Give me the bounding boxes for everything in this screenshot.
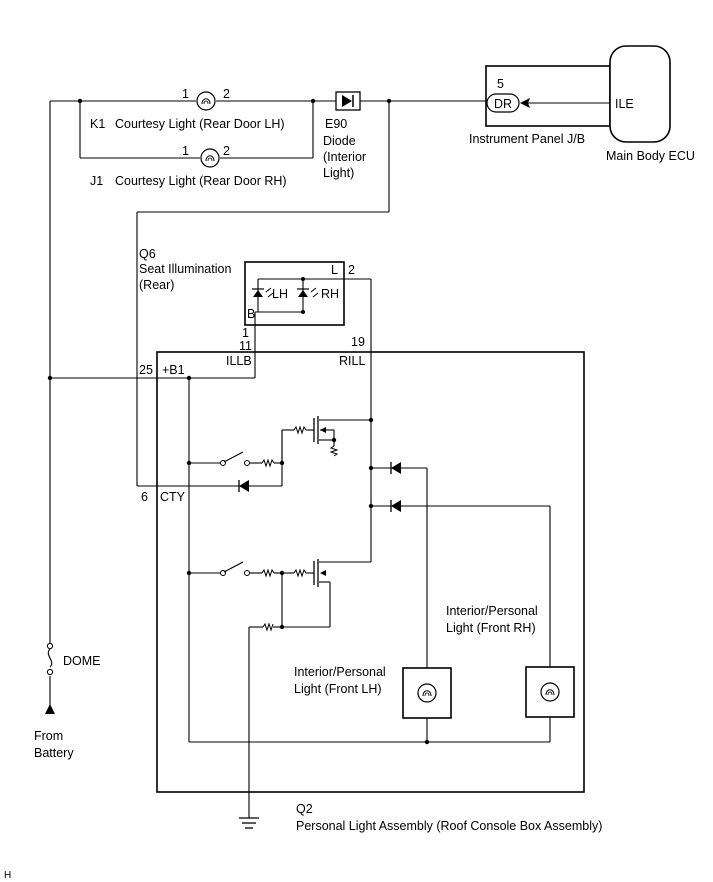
bulb-icon bbox=[196, 91, 216, 111]
q2-personal-light-assembly: 11 ILLB 19 RILL 25 +B1 6 CTY bbox=[139, 335, 602, 833]
light-front-lh-line-2: Light (Front LH) bbox=[294, 682, 382, 696]
ecu-name: Main Body ECU bbox=[606, 149, 695, 163]
switch-icon bbox=[220, 561, 275, 578]
diode-icon bbox=[390, 462, 401, 474]
bulb-icon bbox=[200, 148, 220, 168]
q6-led-lh: LH bbox=[272, 287, 288, 301]
q2-pin-cty: 6 bbox=[141, 490, 148, 504]
q6-terminal-b: B bbox=[247, 307, 255, 321]
light-front-rh-line-2: Light (Front RH) bbox=[446, 621, 536, 635]
switch-icon bbox=[220, 451, 275, 468]
jb-terminal: DR bbox=[494, 97, 512, 111]
q2-term-rill: RILL bbox=[339, 354, 365, 368]
junction-dots bbox=[47, 98, 430, 745]
e90-name-line-2: (Interior bbox=[323, 150, 366, 164]
dome-fuse: DOME bbox=[46, 642, 101, 676]
q2-term-b1: +B1 bbox=[162, 363, 185, 377]
ecu-terminal: ILE bbox=[615, 97, 634, 111]
k1-courtesy-light: 1 2 K1 Courtesy Light (Rear Door LH) bbox=[90, 87, 285, 131]
k1-pin-2: 2 bbox=[223, 87, 230, 101]
k1-name: Courtesy Light (Rear Door LH) bbox=[115, 117, 285, 131]
bulb-icon bbox=[417, 683, 437, 703]
q2-term-cty: CTY bbox=[160, 490, 186, 504]
k1-code: K1 bbox=[90, 117, 105, 131]
resistor-icon bbox=[293, 425, 308, 435]
e90-code: E90 bbox=[325, 117, 347, 131]
source-line-1: From bbox=[34, 729, 63, 743]
q6-led-rh: RH bbox=[321, 287, 339, 301]
jb-pin: 5 bbox=[497, 77, 504, 91]
q6-code: Q6 bbox=[139, 247, 156, 261]
q6-pin-l: 2 bbox=[348, 263, 355, 277]
q6-pin-b: 1 bbox=[242, 326, 249, 340]
q2-pin-rill: 19 bbox=[351, 335, 365, 349]
main-body-ecu: ILE Main Body ECU bbox=[606, 45, 695, 163]
arrow-up-icon bbox=[45, 704, 55, 714]
q2-pin-illb: 11 bbox=[239, 339, 252, 353]
j1-courtesy-light: 1 2 J1 Courtesy Light (Rear Door RH) bbox=[90, 144, 287, 188]
q6-seat-illumination: Q6 Seat Illumination (Rear) L 2 B 1 LH R… bbox=[139, 247, 371, 340]
e90-name-line-1: Diode bbox=[323, 134, 356, 148]
resistor-icon bbox=[293, 568, 308, 578]
q6-terminal-l: L bbox=[331, 263, 338, 277]
bulb-icon bbox=[540, 682, 560, 702]
q2-name: Personal Light Assembly (Roof Console Bo… bbox=[296, 819, 602, 833]
j1-pin-1: 1 bbox=[182, 144, 189, 158]
e90-diode: E90 Diode (Interior Light) bbox=[323, 91, 366, 180]
light-front-rh-line-1: Interior/Personal bbox=[446, 604, 538, 618]
transistor-icon bbox=[313, 416, 326, 444]
j1-pin-2: 2 bbox=[223, 144, 230, 158]
resistor-icon bbox=[262, 622, 274, 632]
jb-name: Instrument Panel J/B bbox=[469, 132, 585, 146]
wires bbox=[49, 100, 551, 818]
q2-term-illb: ILLB bbox=[226, 354, 252, 368]
q2-pin-b1: 25 bbox=[139, 363, 153, 377]
dr-terminal bbox=[486, 93, 520, 113]
q6-name-line-2: (Rear) bbox=[139, 278, 174, 292]
led-icon bbox=[252, 287, 274, 298]
diode-icon bbox=[390, 500, 401, 512]
j1-code: J1 bbox=[90, 174, 103, 188]
fuse-icon bbox=[47, 648, 53, 668]
instrument-panel-jb: 5 DR Instrument Panel J/B bbox=[469, 65, 611, 146]
resistor-icon bbox=[329, 445, 339, 457]
q2-code: Q2 bbox=[296, 802, 313, 816]
diode-icon bbox=[239, 480, 249, 492]
e90-name-line-3: Light) bbox=[323, 166, 354, 180]
diode-icon bbox=[342, 95, 352, 107]
j1-name: Courtesy Light (Rear Door RH) bbox=[115, 174, 287, 188]
connector-arrow-icon bbox=[520, 98, 530, 108]
k1-pin-1: 1 bbox=[182, 87, 189, 101]
led-icon bbox=[297, 287, 319, 298]
interior-light-front-rh: Interior/Personal Light (Front RH) bbox=[446, 604, 575, 718]
q6-name-line-1: Seat Illumination bbox=[139, 262, 231, 276]
fuse-name: DOME bbox=[63, 654, 101, 668]
transistor-icon bbox=[313, 559, 326, 587]
battery-source: From Battery bbox=[34, 704, 74, 760]
footer-mark: H bbox=[4, 870, 11, 881]
interior-light-front-lh: Interior/Personal Light (Front LH) bbox=[294, 665, 452, 719]
light-front-lh-line-1: Interior/Personal bbox=[294, 665, 386, 679]
source-line-2: Battery bbox=[34, 746, 74, 760]
ground-icon bbox=[239, 817, 259, 829]
